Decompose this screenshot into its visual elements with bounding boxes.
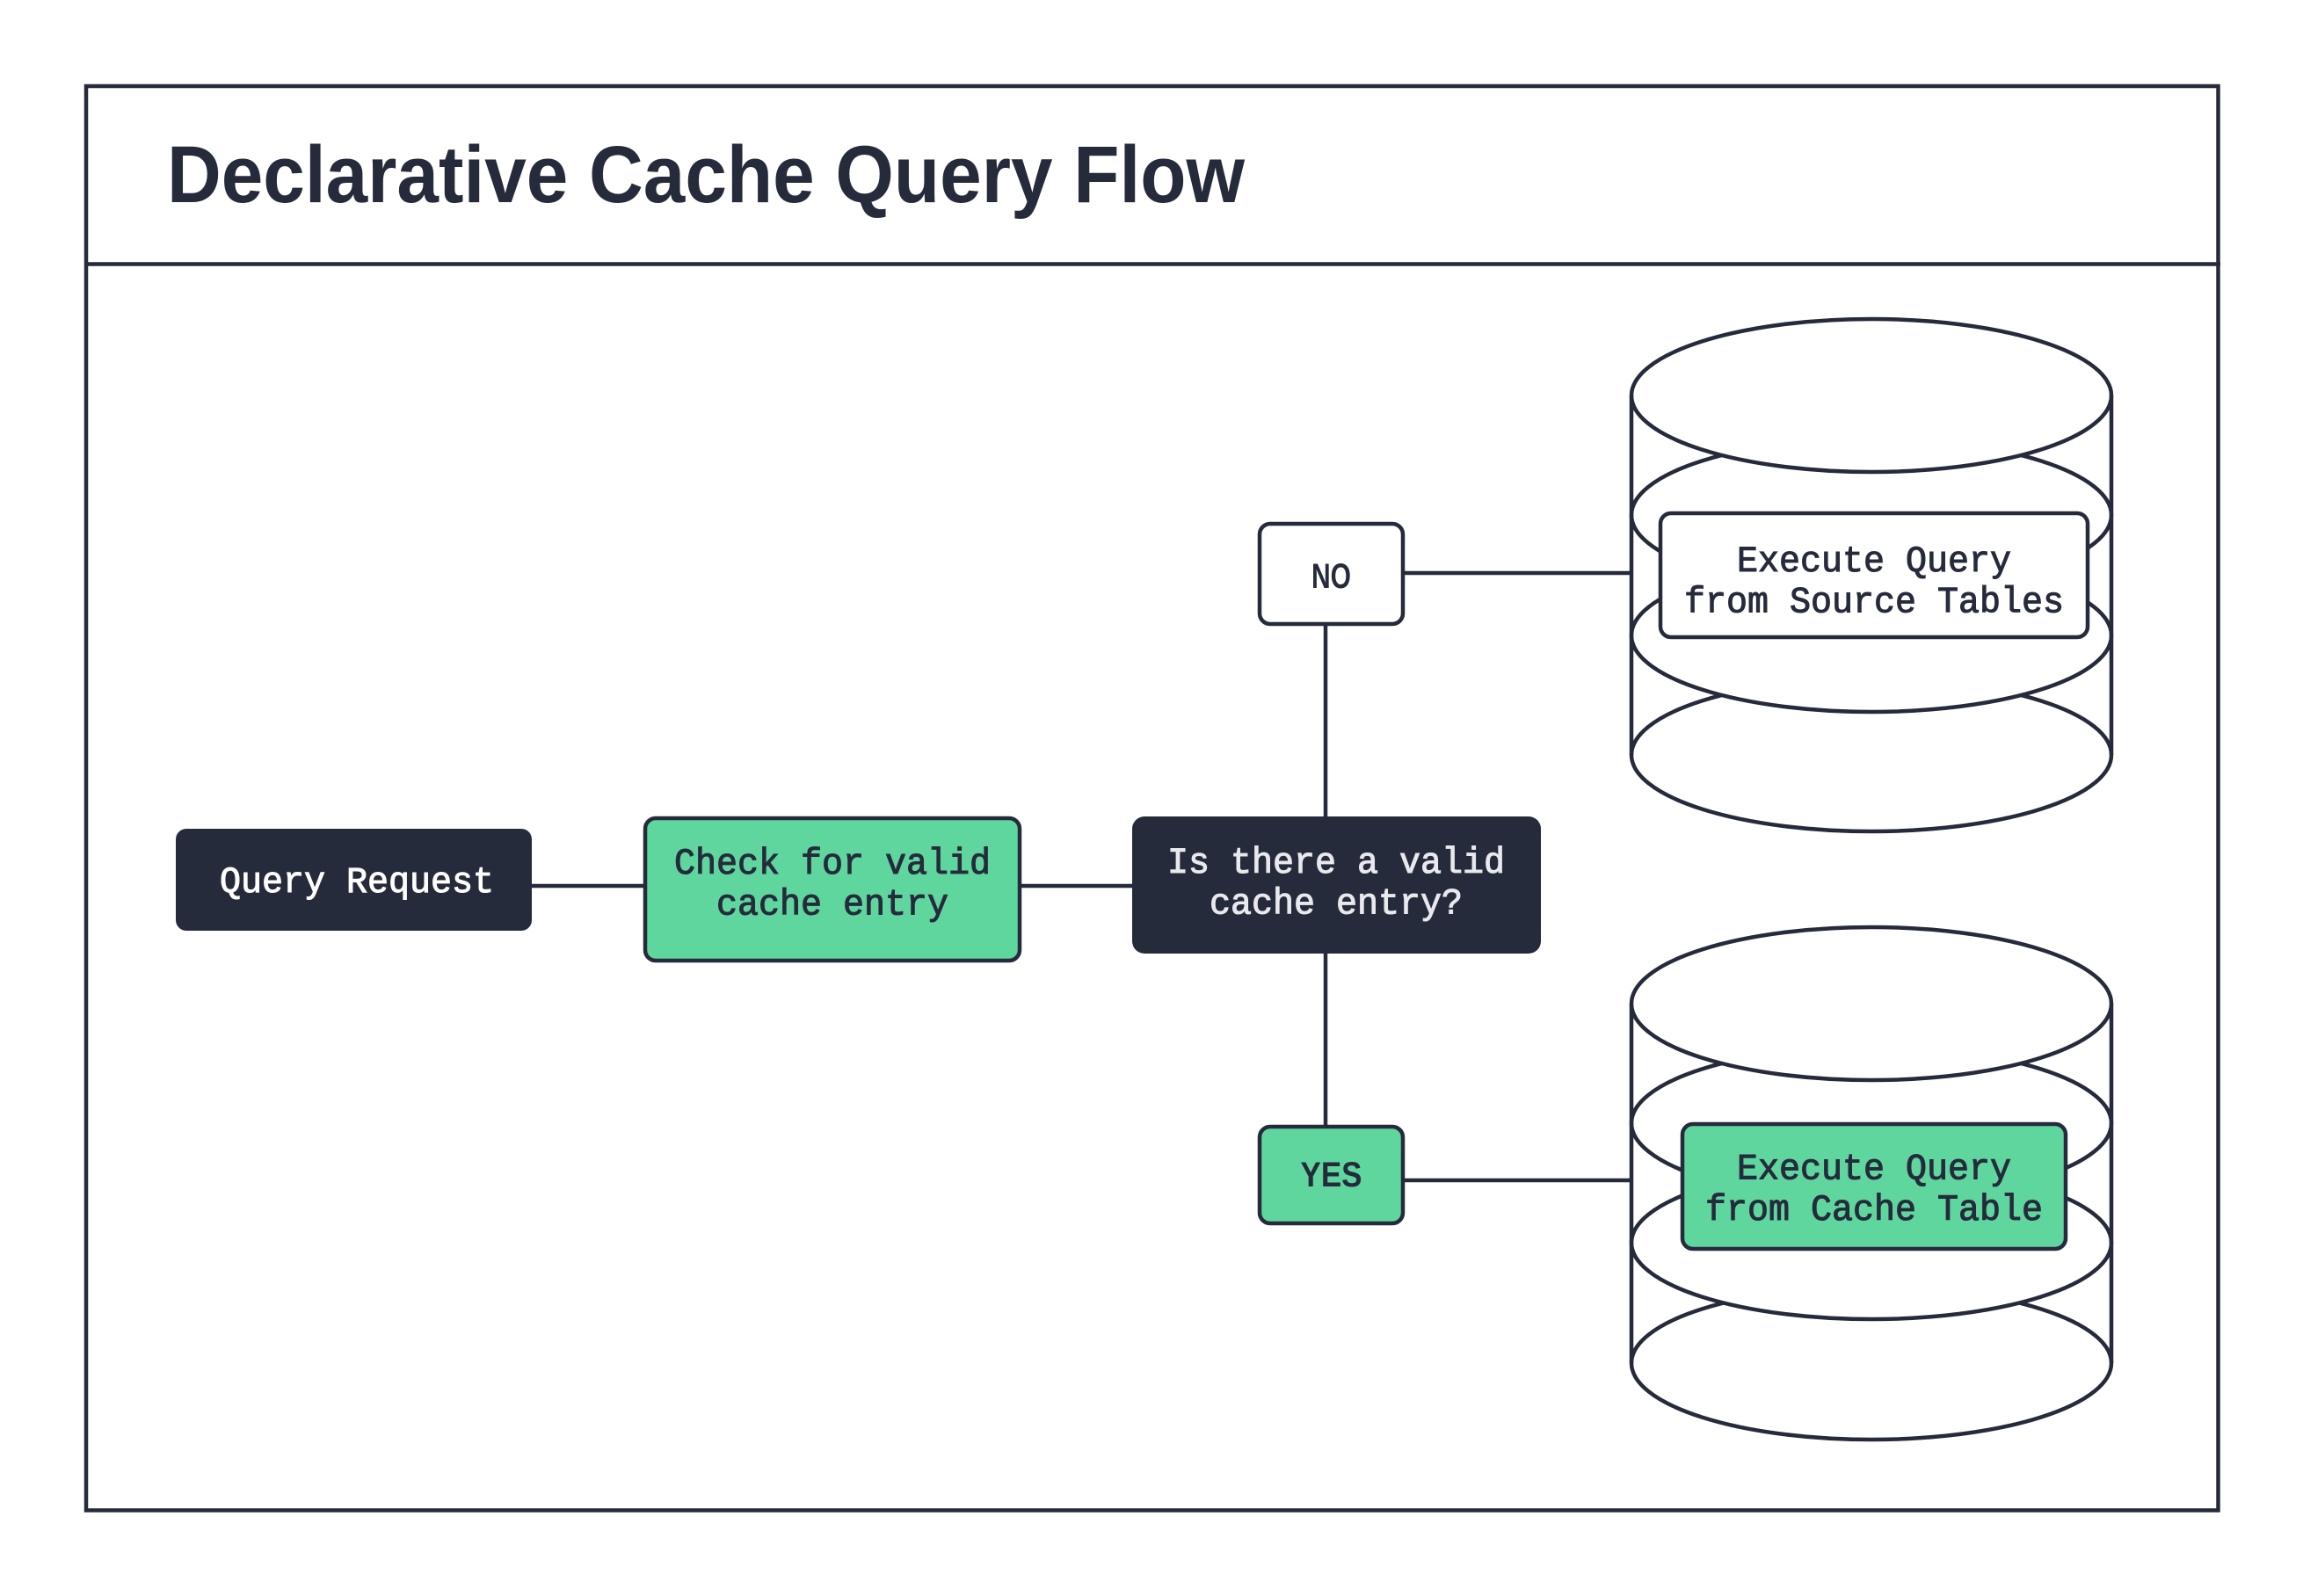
svg-text:Check for valid: Check for valid xyxy=(674,843,991,885)
svg-text:from Cache Table: from Cache Table xyxy=(1705,1189,2043,1231)
svg-text:Query Request: Query Request xyxy=(220,861,494,903)
svg-text:from Source Tables: from Source Tables xyxy=(1684,582,2064,624)
svg-text:Declarative Cache Query Flow: Declarative Cache Query Flow xyxy=(167,130,1245,220)
svg-text:Execute Query: Execute Query xyxy=(1737,1149,2011,1191)
svg-text:Is there a valid: Is there a valid xyxy=(1167,842,1505,884)
svg-text:Execute Query: Execute Query xyxy=(1737,540,2011,583)
svg-text:NO: NO xyxy=(1311,557,1351,596)
svg-text:cache entry: cache entry xyxy=(716,884,948,926)
svg-text:YES: YES xyxy=(1301,1156,1362,1194)
svg-text:cache entry?: cache entry? xyxy=(1210,883,1463,925)
